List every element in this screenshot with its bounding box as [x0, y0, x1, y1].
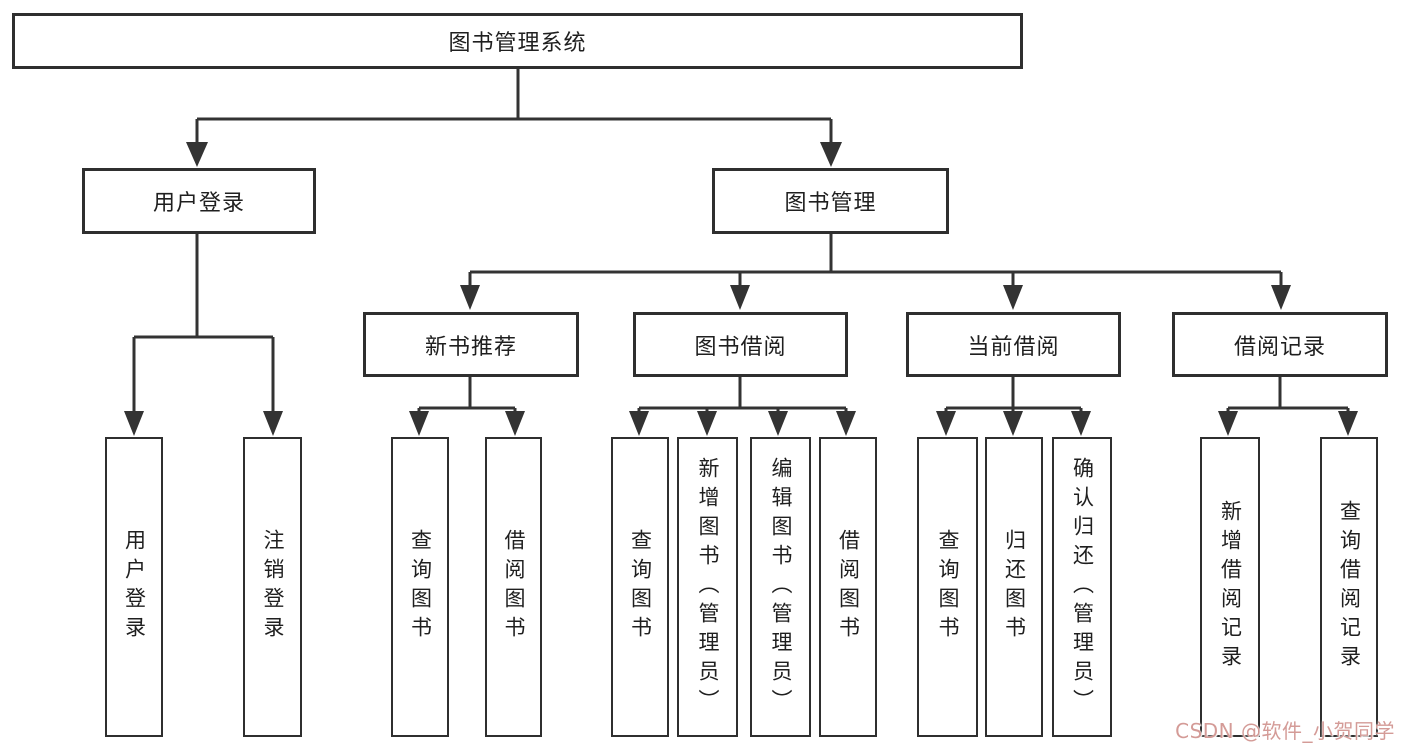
- arrow-down-icon: [936, 411, 956, 436]
- node-label: 查询借阅记录: [1337, 500, 1362, 674]
- node-current-borrow: 当前借阅: [906, 312, 1121, 377]
- arrow-down-icon: [836, 411, 856, 436]
- arrow-down-icon: [697, 411, 717, 436]
- node-new-book-recommend: 新书推荐: [363, 312, 579, 377]
- arrow-down-icon: [768, 411, 788, 436]
- node-label: 查询图书: [936, 529, 960, 645]
- node-label: 图书管理: [784, 191, 877, 216]
- arrow-down-icon: [820, 142, 842, 167]
- edge-root-to-level2: [195, 69, 833, 144]
- arrow-down-icon: [263, 411, 283, 436]
- node-label: 归还图书: [1002, 529, 1027, 645]
- node-label: 借阅记录: [1233, 334, 1326, 360]
- node-label: 图书管理系统: [448, 31, 587, 56]
- leaf-query-books: 查询图书: [391, 437, 449, 737]
- leaf-borrow-books: 借阅图书: [819, 437, 877, 737]
- arrow-down-icon: [1218, 411, 1238, 436]
- node-label: 查询图书: [408, 529, 433, 645]
- node-book-management: 图书管理: [712, 168, 949, 234]
- arrow-down-icon: [1003, 411, 1023, 436]
- arrow-down-icon: [629, 411, 649, 436]
- arrow-down-icon: [1071, 411, 1091, 436]
- edge-user-login-branch: [132, 233, 275, 413]
- csdn-watermark: CSDN @软件_小贺同学: [1175, 719, 1395, 743]
- arrow-down-icon: [505, 411, 525, 436]
- leaf-return-books: 归还图书: [985, 437, 1043, 737]
- node-label: 新书推荐: [424, 334, 517, 360]
- leaf-edit-book-admin: 编辑图书（管理员）: [750, 437, 811, 737]
- node-borrow-record: 借阅记录: [1172, 312, 1388, 377]
- arrow-down-icon: [124, 411, 144, 436]
- leaf-add-borrow-record: 新增借阅记录: [1200, 437, 1260, 737]
- leaf-logout: 注销登录: [243, 437, 302, 737]
- arrow-down-icon: [1338, 411, 1358, 436]
- leaf-add-book-admin: 新增图书（管理员）: [677, 437, 738, 737]
- leaf-confirm-return-admin: 确认归还（管理员）: [1052, 437, 1112, 737]
- leaf-query-books: 查询图书: [611, 437, 669, 737]
- arrow-down-icon: [460, 285, 480, 310]
- edge-new-book-branch: [417, 377, 517, 413]
- node-label: 新增图书（管理员）: [696, 456, 720, 718]
- node-label: 编辑图书（管理员）: [769, 456, 793, 718]
- node-label: 借阅图书: [836, 529, 861, 645]
- node-label: 注销登录: [261, 529, 285, 645]
- node-label: 借阅图书: [502, 529, 526, 645]
- node-label: 新增借阅记录: [1218, 500, 1243, 674]
- leaf-user-login: 用户登录: [105, 437, 163, 737]
- arrow-down-icon: [1271, 285, 1291, 310]
- arrow-down-icon: [186, 142, 208, 167]
- arrow-down-icon: [1003, 285, 1023, 310]
- edge-book-mgmt-branch: [468, 233, 1283, 287]
- leaf-borrow-books: 借阅图书: [485, 437, 542, 737]
- arrow-down-icon: [730, 285, 750, 310]
- leaf-query-books: 查询图书: [917, 437, 978, 737]
- arrow-down-icon: [409, 411, 429, 436]
- node-library-system: 图书管理系统: [12, 13, 1023, 69]
- node-book-borrow: 图书借阅: [633, 312, 848, 377]
- edge-book-borrow-branch: [637, 377, 848, 413]
- node-label: 用户登录: [122, 529, 147, 645]
- node-label: 当前借阅: [967, 334, 1060, 360]
- node-label: 图书借阅: [694, 334, 787, 360]
- edge-current-borrow-branch: [944, 377, 1083, 413]
- node-label: 查询图书: [628, 529, 653, 645]
- edge-borrow-record-branch: [1226, 377, 1350, 413]
- leaf-query-borrow-record: 查询借阅记录: [1320, 437, 1378, 737]
- node-label: 用户登录: [152, 191, 245, 216]
- node-user-login-module: 用户登录: [82, 168, 316, 234]
- node-label: 确认归还（管理员）: [1070, 456, 1095, 718]
